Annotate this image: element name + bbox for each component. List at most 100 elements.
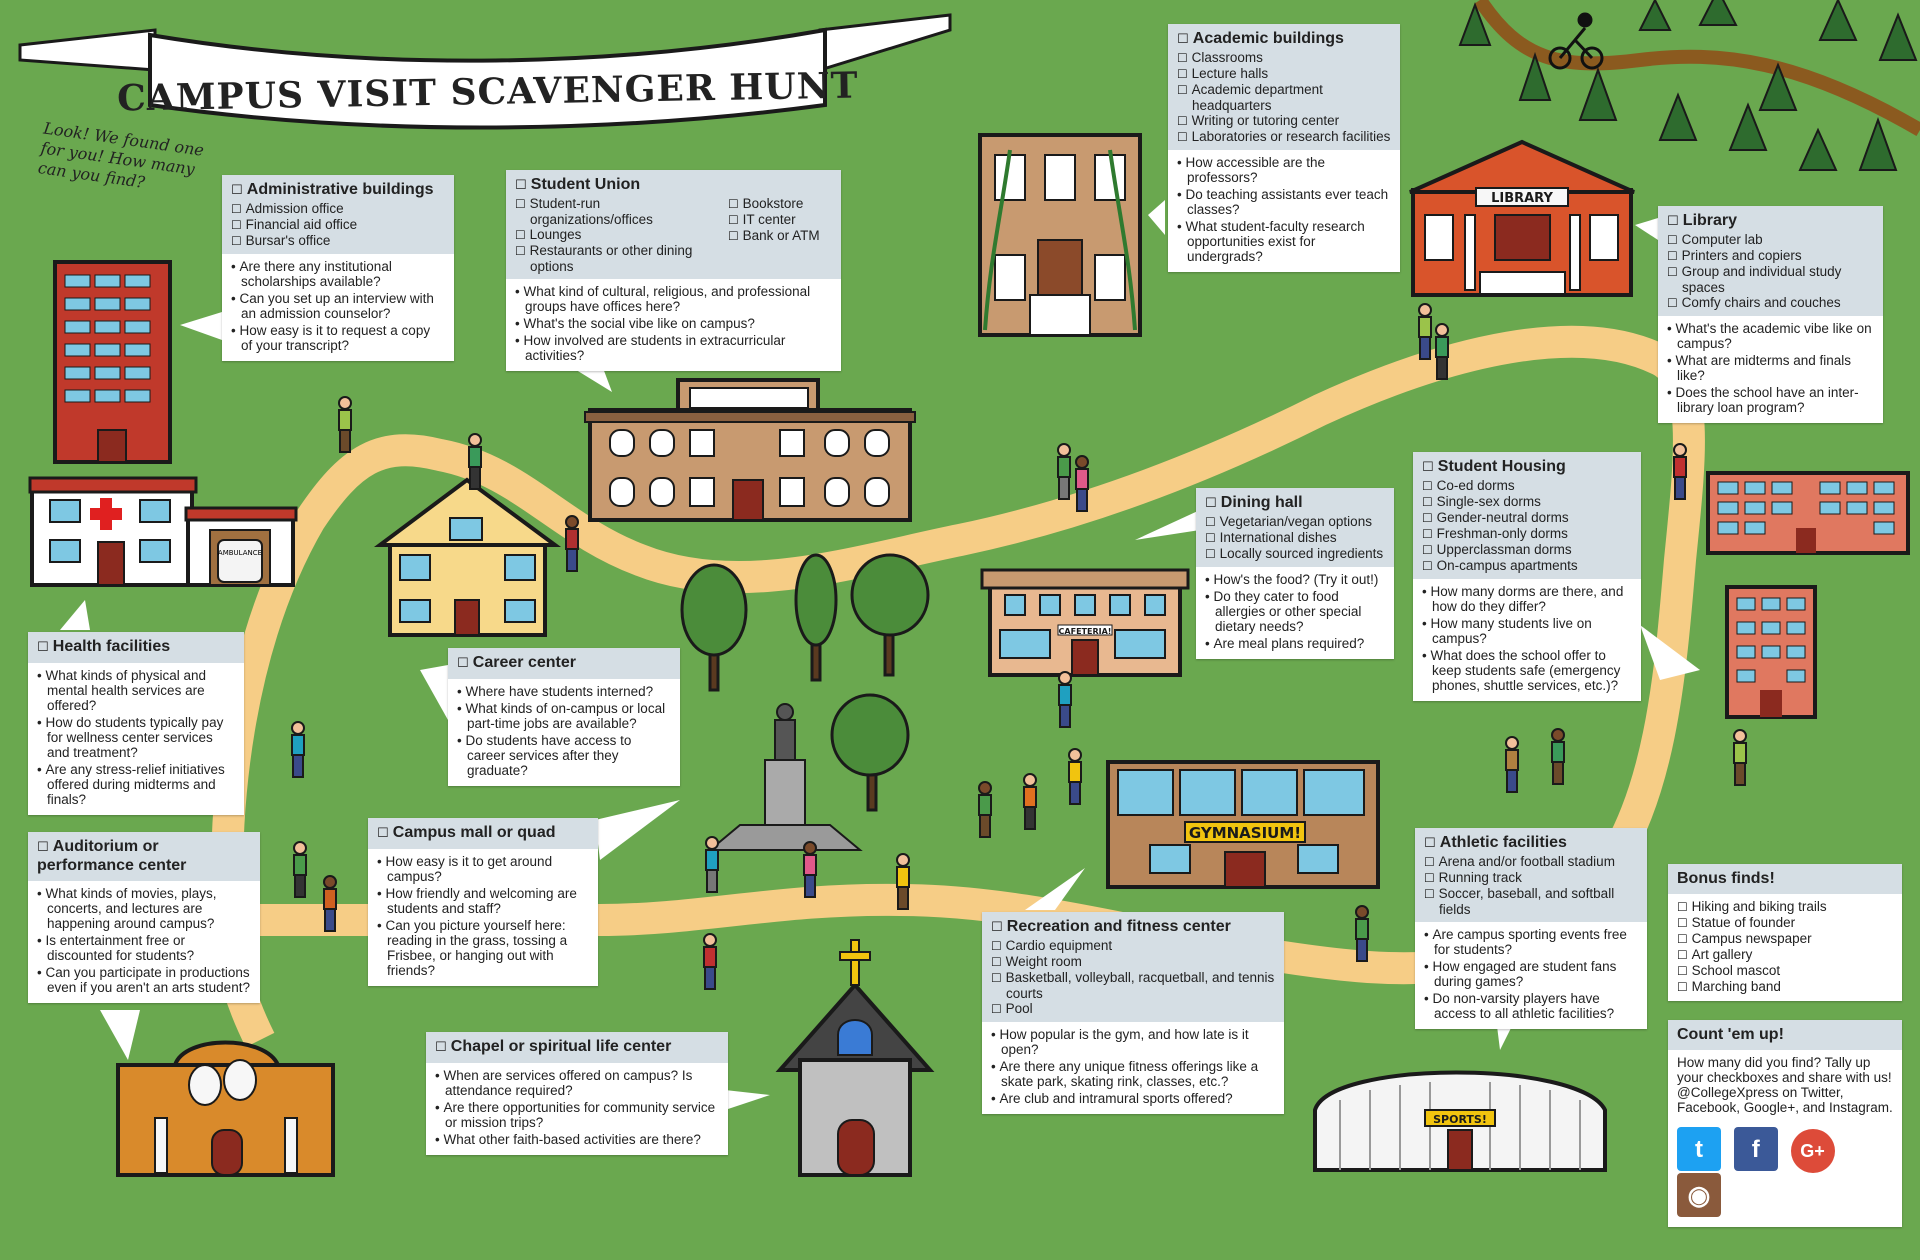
dorm-building-tall	[1725, 585, 1817, 719]
card-header: Campus mall or quad	[368, 818, 598, 849]
student-union-building	[584, 378, 916, 522]
question-list: Are campus sporting events free for stud…	[1424, 927, 1638, 1021]
question-list: How's the food? (Try it out!) Do they ca…	[1205, 572, 1385, 651]
question: Can you set up an interview with an admi…	[231, 291, 445, 321]
checklist-item[interactable]: Restaurants or other dining options	[515, 243, 710, 274]
checklist-item[interactable]: Printers and copiers	[1667, 248, 1874, 264]
checklist-item[interactable]: Statue of founder	[1677, 915, 1893, 931]
checklist-item[interactable]: Bursar's office	[231, 233, 445, 249]
card-header: Chapel or spiritual life center	[426, 1032, 728, 1063]
checklist-item[interactable]: Single-sex dorms	[1422, 494, 1632, 510]
checklist: Arena and/or football stadium Running tr…	[1424, 854, 1638, 917]
checklist-item[interactable]: Pool	[991, 1001, 1275, 1017]
career-center-building	[373, 477, 562, 637]
checklist-item[interactable]: Soccer, baseball, and softball fields	[1424, 886, 1638, 917]
checklist: Hiking and biking trails Statue of found…	[1677, 899, 1893, 995]
students-walking	[291, 303, 1747, 990]
card-title: Chapel or spiritual life center	[435, 1038, 719, 1057]
sports-sign: SPORTS!	[1433, 1113, 1487, 1126]
question-list: What kinds of physical and mental health…	[37, 668, 235, 807]
checklist-item[interactable]: Freshman-only dorms	[1422, 526, 1632, 542]
facebook-icon[interactable]: f	[1733, 1127, 1778, 1171]
bike-trail	[1474, 0, 1920, 137]
question: How accessible are the professors?	[1177, 155, 1391, 185]
checklist-item[interactable]: Campus newspaper	[1677, 931, 1893, 947]
card-title: Student Housing	[1422, 458, 1632, 477]
card-athletic-facilities: Athletic facilities Arena and/or footbal…	[1415, 828, 1647, 1029]
checklist-item[interactable]: Gender-neutral dorms	[1422, 510, 1632, 526]
checklist-item[interactable]: Lecture halls	[1177, 66, 1391, 82]
card-header: Career center	[448, 648, 680, 679]
checklist-item[interactable]: IT center	[728, 212, 820, 228]
question: Can you participate in productions even …	[37, 965, 251, 995]
question: What kinds of on-campus or local part-ti…	[457, 701, 671, 731]
checklist-item[interactable]: Arena and/or football stadium	[1424, 854, 1638, 870]
cafeteria-sign: CAFETERIA!	[1059, 627, 1112, 636]
chapel-building	[775, 939, 935, 1177]
checklist-item[interactable]: Bank or ATM	[728, 228, 820, 244]
checklist-item[interactable]: Writing or tutoring center	[1177, 113, 1391, 129]
checklist-item[interactable]: Group and individual study spaces	[1667, 264, 1874, 295]
question: Do students have access to career servic…	[457, 733, 671, 778]
question: Are there any unique fitness offerings l…	[991, 1059, 1275, 1089]
card-administrative-buildings: Administrative buildings Admission offic…	[222, 175, 454, 361]
instagram-icon[interactable]: ◉	[1677, 1173, 1721, 1217]
cafeteria-building: CAFETERIA!	[980, 568, 1190, 677]
checklist-item[interactable]: Comfy chairs and couches	[1667, 295, 1874, 311]
checklist-item[interactable]: Admission office	[231, 201, 445, 217]
card-title: Dining hall	[1205, 494, 1385, 513]
checklist-item[interactable]: Lounges	[515, 227, 710, 243]
checklist-item[interactable]: Cardio equipment	[991, 938, 1275, 954]
checklist-item[interactable]: Laboratories or research facilities	[1177, 129, 1391, 145]
checklist-item[interactable]: Weight room	[991, 954, 1275, 970]
question: What kinds of physical and mental health…	[37, 668, 235, 713]
card-header: Library Computer lab Printers and copier…	[1658, 206, 1883, 316]
card-chapel: Chapel or spiritual life center When are…	[426, 1032, 728, 1155]
question-list: Are there any institutional scholarships…	[231, 259, 445, 353]
card-title: Recreation and fitness center	[991, 918, 1275, 937]
question: How many students live on campus?	[1422, 616, 1632, 646]
google-plus-icon[interactable]: G+	[1790, 1129, 1835, 1173]
checklist-item[interactable]: School mascot	[1677, 963, 1893, 979]
question: What's the social vibe like on campus?	[515, 316, 832, 331]
checklist-item[interactable]: Academic department headquarters	[1177, 82, 1391, 113]
checklist-item[interactable]: Vegetarian/vegan options	[1205, 514, 1385, 530]
question: How friendly and welcoming are students …	[377, 886, 589, 916]
card-header: Dining hall Vegetarian/vegan options Int…	[1196, 488, 1394, 567]
checklist-item[interactable]: Art gallery	[1677, 947, 1893, 963]
checklist-item[interactable]: Student-run organizations/offices	[515, 196, 710, 227]
checklist-item[interactable]: Upperclassman dorms	[1422, 542, 1632, 558]
checklist-item[interactable]: International dishes	[1205, 530, 1385, 546]
checklist-item[interactable]: Bookstore	[728, 196, 820, 212]
checklist-item[interactable]: Marching band	[1677, 979, 1893, 995]
checklist-item[interactable]: Hiking and biking trails	[1677, 899, 1893, 915]
card-header: Administrative buildings Admission offic…	[222, 175, 454, 254]
twitter-icon[interactable]: t	[1677, 1127, 1721, 1171]
card-dining-hall: Dining hall Vegetarian/vegan options Int…	[1196, 488, 1394, 659]
card-academic-buildings: Academic buildings Classrooms Lecture ha…	[1168, 24, 1400, 272]
checklist-item[interactable]: On-campus apartments	[1422, 558, 1632, 574]
question: Does the school have an inter-library lo…	[1667, 385, 1874, 415]
question: Are club and intramural sports offered?	[991, 1091, 1275, 1106]
card-student-union: Student Union Student-run organizations/…	[506, 170, 841, 371]
checklist-item[interactable]: Computer lab	[1667, 232, 1874, 248]
question: What other faith-based activities are th…	[435, 1132, 719, 1147]
checklist-item[interactable]: Running track	[1424, 870, 1638, 886]
card-title: Auditorium or performance center	[37, 838, 251, 875]
checklist-item[interactable]: Locally sourced ingredients	[1205, 546, 1385, 562]
checklist-item[interactable]: Financial aid office	[231, 217, 445, 233]
pine-forest	[1458, 0, 1918, 171]
card-header: Athletic facilities Arena and/or footbal…	[1415, 828, 1647, 922]
card-campus-quad: Campus mall or quad How easy is it to ge…	[368, 818, 598, 986]
stadium-dome-building: SPORTS!	[1313, 1070, 1607, 1172]
checklist-item[interactable]: Co-ed dorms	[1422, 478, 1632, 494]
gymnasium-building: GYMNASIUM!	[1106, 760, 1380, 889]
library-building: LIBRARY	[1409, 139, 1635, 297]
checklist-item[interactable]: Classrooms	[1177, 50, 1391, 66]
question-list: How popular is the gym, and how late is …	[991, 1027, 1275, 1106]
question: How many dorms are there, and how do the…	[1422, 584, 1632, 614]
question: What kinds of movies, plays, concerts, a…	[37, 886, 251, 931]
checklist-item[interactable]: Basketball, volleyball, racquetball, and…	[991, 970, 1275, 1001]
cyclist	[1548, 12, 1604, 70]
question: How popular is the gym, and how late is …	[991, 1027, 1275, 1057]
